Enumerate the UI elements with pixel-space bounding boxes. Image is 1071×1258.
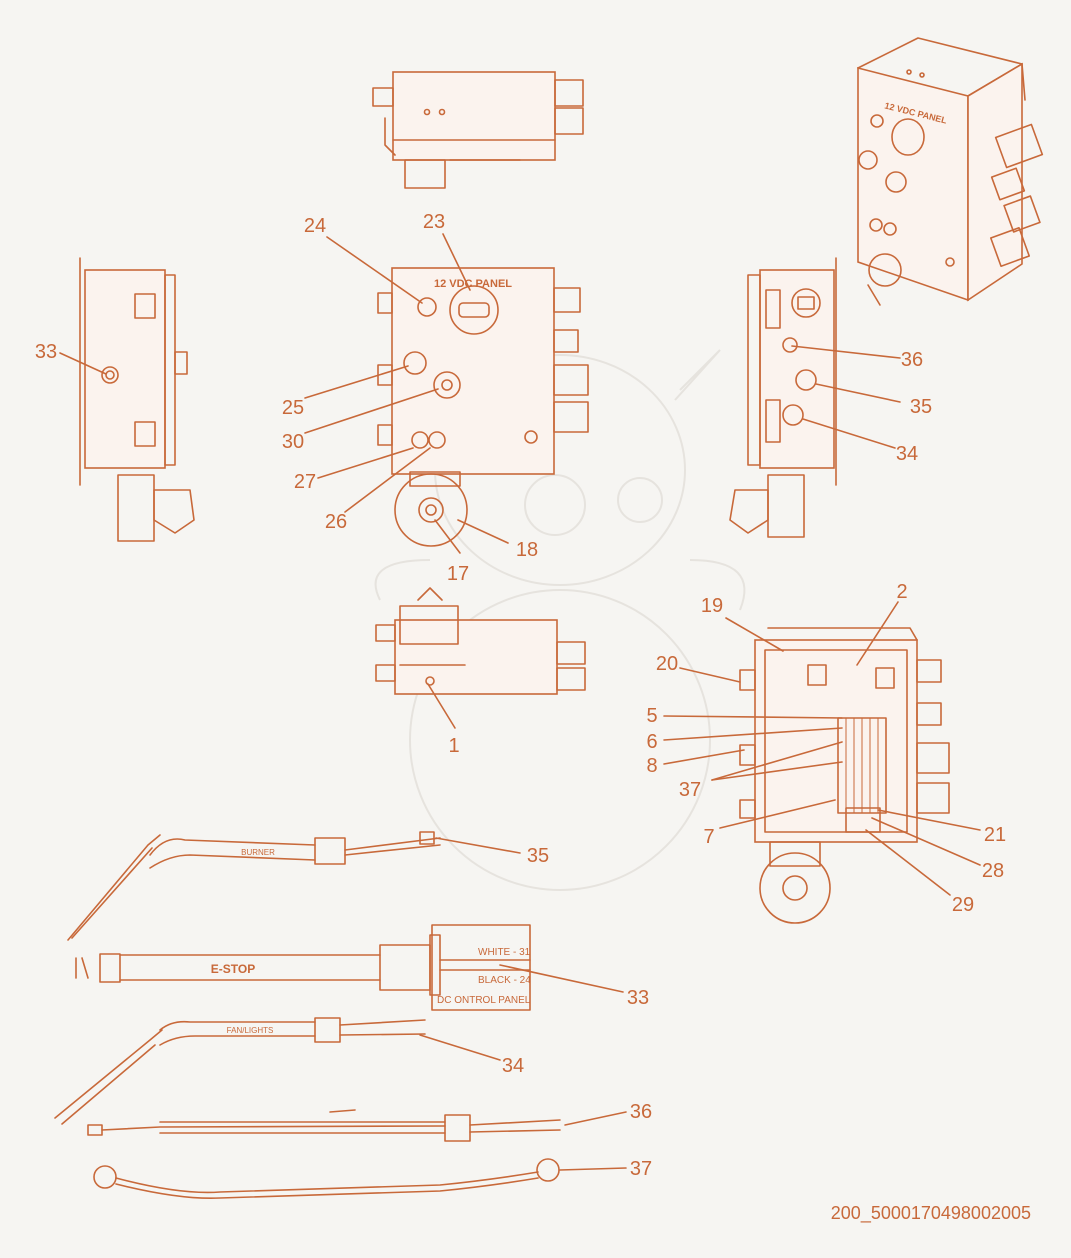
callout-28: 28: [982, 860, 1004, 882]
callout-25: 25: [282, 397, 304, 419]
estop-cable-label: E-STOP: [211, 962, 255, 976]
isometric-view: 12 VDC PANEL: [857, 37, 1044, 306]
bottom-view: [375, 587, 586, 695]
callout-35-cable: 35: [527, 845, 549, 867]
cable-36: [87, 1109, 561, 1142]
fan-lights-cable-label: FAN/LIGHTS: [227, 1026, 274, 1035]
callout-35-side: 35: [910, 396, 932, 418]
callout-24: 24: [304, 215, 326, 237]
interior-view: [739, 627, 950, 924]
front-view: 12 VDC PANEL: [377, 267, 589, 547]
callout-5: 5: [646, 705, 657, 727]
callout-37-cable: 37: [630, 1158, 652, 1180]
callout-34-cable: 34: [502, 1055, 524, 1077]
callout-36-side: 36: [901, 349, 923, 371]
callout-33-side: 33: [35, 341, 57, 363]
left-side-view: [79, 257, 195, 542]
callout-20: 20: [656, 653, 678, 675]
callout-19: 19: [701, 595, 723, 617]
cable-estop: E-STOP WHITE - 31 BLACK - 24 DC ONTROL P…: [75, 924, 531, 1011]
callout-27: 27: [294, 471, 316, 493]
right-side-view: [729, 257, 837, 538]
callout-2: 2: [896, 581, 907, 603]
callout-6: 6: [646, 731, 657, 753]
callout-36-cable: 36: [630, 1101, 652, 1123]
cable-burner: BURNER: [67, 831, 441, 941]
cable-37: [93, 1158, 560, 1200]
drawing-id: 200_5000170498002005: [830, 1203, 1031, 1223]
callout-17: 17: [447, 563, 469, 585]
callout-29: 29: [952, 894, 974, 916]
callout-1: 1: [448, 735, 459, 757]
callout-33-cable: 33: [627, 987, 649, 1009]
black-wire-label: BLACK - 24: [478, 975, 531, 986]
callout-26: 26: [325, 511, 347, 533]
callout-34-side: 34: [896, 443, 918, 465]
front-panel-title: 12 VDC PANEL: [434, 278, 512, 290]
callout-23: 23: [423, 211, 445, 233]
callout-7: 7: [703, 826, 714, 848]
callout-37-interior: 37: [679, 779, 701, 801]
top-view: [372, 71, 584, 189]
leader-lines: [59, 233, 981, 1171]
callout-labels: 24 23 33 25 30 27 26 18 17 36 35 34 1 2 …: [35, 211, 1006, 1180]
control-panel-box-label: DC ONTROL PANEL: [437, 995, 531, 1006]
cable-fan-lights: FAN/LIGHTS: [54, 1017, 426, 1125]
callout-21: 21: [984, 824, 1006, 846]
callout-8: 8: [646, 755, 657, 777]
callout-30: 30: [282, 431, 304, 453]
white-wire-label: WHITE - 31: [478, 947, 531, 958]
burner-cable-label: BURNER: [241, 848, 275, 857]
callout-18: 18: [516, 539, 538, 561]
